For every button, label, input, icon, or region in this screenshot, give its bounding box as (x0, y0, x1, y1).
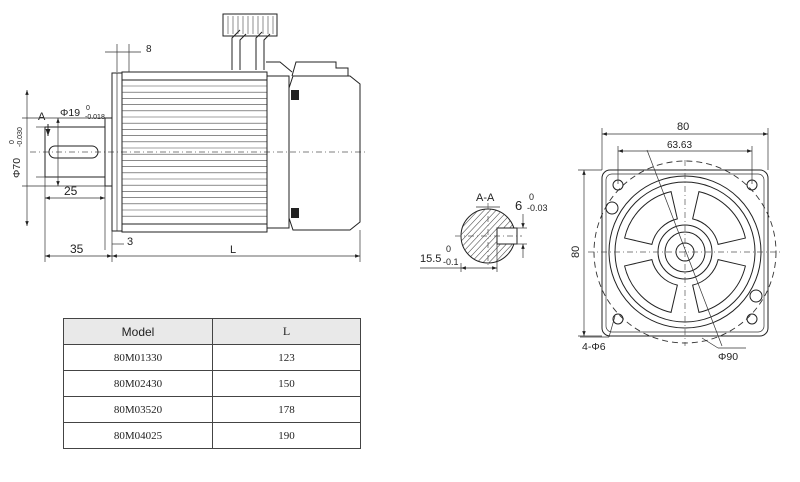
dim-mount-holes: 4-Φ6 (582, 341, 606, 353)
dim-key-width-tol-lower: -0.03 (527, 203, 548, 213)
dim-shaft-length: 35 (70, 242, 84, 256)
connector-housing (291, 61, 349, 77)
table-cell-model: 80M01330 (63, 344, 213, 371)
motor-side-view: 8 Φ19 0 -0.018 A Φ70 0 -0.030 25 35 3 (9, 13, 368, 262)
table-cell-length: 190 (212, 422, 361, 449)
dim-key-depth: 15.5 (420, 253, 441, 265)
encoder-cap (288, 75, 361, 231)
dim-pilot-height: 3 (127, 236, 133, 248)
dim-square-width: 80 (677, 121, 689, 133)
motor-front-view: 80 63.63 80 4-Φ6 Φ90 (570, 121, 782, 363)
dim-key-width-tol-upper: 0 (529, 192, 534, 202)
table-cell-model: 80M03520 (63, 396, 213, 423)
dim-key-length: 25 (64, 184, 78, 198)
bolt-head-bottom (291, 208, 299, 218)
dim-flange-thickness: 8 (146, 44, 152, 55)
table-row: 80M02430 150 (63, 370, 361, 397)
table-header-length: L (212, 318, 361, 345)
table-cell-length: 178 (212, 396, 361, 423)
dim-key-depth-tol-upper: 0 (446, 244, 451, 254)
dim-bolt-circle: Φ90 (718, 351, 738, 363)
section-marker: A (38, 111, 46, 123)
model-length-table: Model L 80M01330 123 80M02430 150 80M035… (63, 318, 361, 449)
table-cell-model: 80M04025 (63, 422, 213, 449)
dim-key-width: 6 (515, 198, 522, 213)
table-row: 80M03520 178 (63, 396, 361, 423)
dim-shaft-dia: Φ19 (60, 107, 80, 119)
shaft-keyway (48, 145, 99, 159)
dim-key-depth-tol-lower: -0.1 (443, 257, 459, 267)
dim-shaft-dia-tol-lower: -0.018 (85, 114, 105, 121)
plug-block (222, 13, 278, 37)
dim-pilot-dia: Φ70 (11, 158, 23, 178)
table-cell-length: 123 (212, 344, 361, 371)
section-title: A-A (476, 192, 495, 204)
bolt-head-top (291, 90, 299, 100)
dim-shaft-dia-tol-upper: 0 (86, 105, 90, 112)
dim-square-height: 80 (570, 246, 582, 258)
table-row: 80M04025 190 (63, 422, 361, 449)
cable-1 (231, 29, 241, 70)
table-row: 80M01330 123 (63, 344, 361, 371)
dim-hole-spacing: 63.63 (667, 140, 692, 151)
table-cell-length: 150 (212, 370, 361, 397)
cable-2 (255, 31, 263, 70)
table-header-model: Model (63, 318, 213, 345)
table-header-row: Model L (63, 318, 361, 345)
section-view: A-A 6 0 -0.03 15.5 0 -0.1 (420, 192, 548, 272)
table-cell-model: 80M02430 (63, 370, 213, 397)
dim-pilot-tol-upper: 0 (9, 140, 16, 144)
cooling-fins (122, 85, 267, 217)
dim-body-length: L (230, 244, 236, 256)
dim-pilot-tol-lower: -0.030 (17, 127, 24, 147)
cooling-windows (623, 190, 747, 314)
